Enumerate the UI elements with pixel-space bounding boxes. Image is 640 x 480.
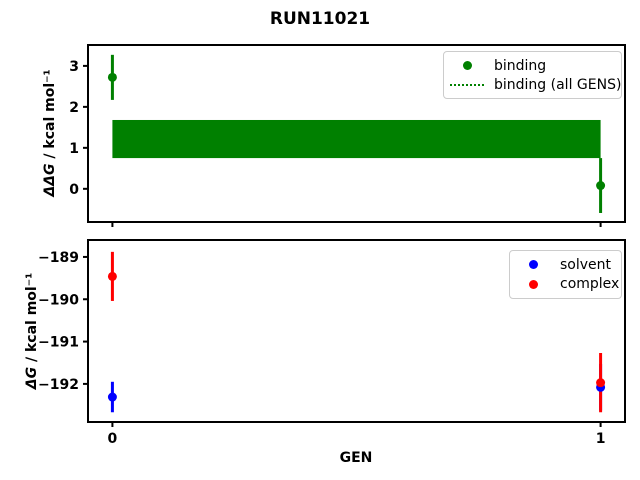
legend-item-solvent: solvent [516, 255, 613, 275]
y-axis-label-top-units: / kcal mol⁻¹ [42, 69, 58, 164]
binding-marker-icon [462, 61, 472, 70]
legend-label: binding [494, 57, 547, 74]
x-axis-label: GEN [339, 450, 373, 466]
y-axis-label-top-math: ΔΔG [42, 163, 58, 197]
y-tick-label: 0 [69, 182, 79, 198]
data-point-binding [107, 72, 117, 82]
legend-label: solvent [560, 256, 612, 273]
data-point-complex [596, 378, 606, 388]
legend-swatch [516, 260, 550, 270]
data-point-solvent [107, 392, 117, 402]
solvent-marker-icon [528, 260, 538, 270]
legend-bottom: solvent complex [509, 250, 622, 299]
y-tick-label: −192 [38, 377, 79, 393]
dotted-line-icon [450, 83, 484, 86]
y-tick-label: 3 [69, 59, 79, 75]
legend-item-complex: complex [516, 275, 619, 295]
axes-frame-0 [87, 44, 626, 223]
band-binding-all-gens [112, 119, 601, 159]
x-tick-label: 0 [108, 431, 118, 447]
legend-item-binding-all-gens: binding (all GENS) [450, 75, 621, 94]
y-axis-label-bottom-math: ΔG [24, 366, 40, 390]
y-axis-label-bottom-units: / kcal mol⁻¹ [24, 272, 40, 367]
chart-title: RUN11021 [269, 9, 371, 29]
axes-frame-1 [87, 239, 626, 423]
y-tick-label: −189 [38, 250, 79, 266]
y-axis-label-top: ΔΔG / kcal mol⁻¹ [42, 69, 58, 196]
complex-marker-icon [528, 279, 538, 289]
y-axis-label-bottom: ΔG / kcal mol⁻¹ [24, 273, 40, 389]
data-point-complex [107, 271, 117, 281]
y-tick-label: 2 [69, 100, 79, 116]
legend-label: complex [560, 276, 620, 293]
data-point-binding [596, 181, 606, 191]
x-tick-label: 1 [596, 431, 606, 447]
y-tick-label: −191 [38, 335, 79, 351]
legend-top: binding binding (all GENS) [443, 51, 622, 99]
legend-swatch [450, 61, 484, 70]
legend-label: binding (all GENS) [494, 76, 622, 93]
legend-item-binding: binding [450, 56, 613, 75]
legend-swatch [450, 83, 484, 86]
y-tick-label: 1 [69, 141, 79, 157]
legend-swatch [516, 279, 550, 289]
y-tick-label: −190 [38, 292, 79, 308]
